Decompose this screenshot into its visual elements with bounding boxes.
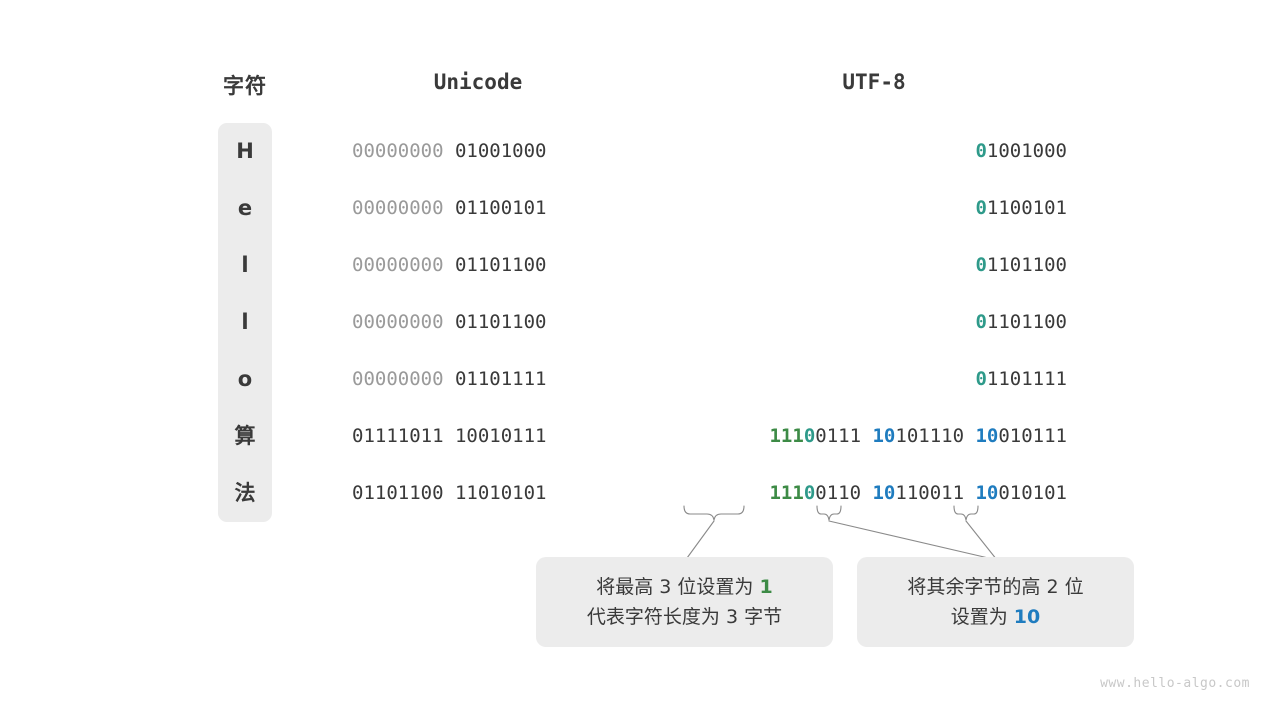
utf8-byte: 10010111 xyxy=(975,425,1067,447)
unicode-high-byte: 00000000 xyxy=(352,197,444,219)
utf8-byte-marker-secondary: 0 xyxy=(803,425,816,447)
utf8-byte: 10101110 xyxy=(872,425,964,447)
unicode-low-byte: 01101111 xyxy=(454,368,547,390)
utf8-byte-marker: 10 xyxy=(975,425,999,447)
utf8-cell: 11100110 10110011 10010101 xyxy=(769,465,1067,522)
utf8-cell: 01100101 xyxy=(975,180,1067,237)
character-cell: l xyxy=(241,253,249,277)
watermark: www.hello-algo.com xyxy=(1100,676,1250,691)
utf8-byte-marker: 0 xyxy=(975,140,987,162)
utf8-cell: 01101111 xyxy=(975,351,1067,408)
character-cell: l xyxy=(241,310,249,334)
callout-1-highlight: 1 xyxy=(759,576,773,598)
utf8-byte-marker: 0 xyxy=(975,368,987,390)
utf8-byte: 11100111 xyxy=(769,425,861,447)
callout-1-line-1-text: 将最高 3 位设置为 xyxy=(596,576,760,598)
utf8-byte: 10010101 xyxy=(975,482,1067,504)
utf8-byte-payload: 1101111 xyxy=(986,368,1067,390)
unicode-cell: 00000000 01101100 xyxy=(352,294,608,351)
utf8-byte-marker: 111 xyxy=(769,482,804,504)
utf8-cell: 01001000 xyxy=(975,123,1067,180)
utf8-byte-payload: 1101100 xyxy=(986,254,1067,276)
unicode-low-byte: 01101100 xyxy=(454,311,547,333)
utf8-byte-marker: 10 xyxy=(872,482,896,504)
unicode-low-byte: 11010101 xyxy=(454,482,547,504)
callout-2-highlight: 10 xyxy=(1013,606,1041,628)
header-utf8: UTF-8 xyxy=(842,70,906,94)
unicode-low-byte: 01100101 xyxy=(454,197,547,219)
header-unicode: Unicode xyxy=(433,70,523,94)
character-column-panel xyxy=(218,123,272,522)
utf8-byte-marker: 111 xyxy=(769,425,804,447)
utf8-byte-marker: 10 xyxy=(975,482,999,504)
unicode-cell: 00000000 01100101 xyxy=(352,180,608,237)
utf8-byte-payload: 1101100 xyxy=(986,311,1067,333)
utf8-byte-marker: 0 xyxy=(975,311,987,333)
character-cell: e xyxy=(237,196,253,220)
callout-2-line-2-text: 设置为 xyxy=(950,606,1014,628)
character-cell: o xyxy=(237,367,253,391)
unicode-high-byte: 00000000 xyxy=(352,311,444,333)
callout-leading-bits: 将最高 3 位设置为 1 代表字符长度为 3 字节 xyxy=(536,557,833,647)
character-cell: 算 xyxy=(234,424,256,448)
utf8-byte: 11100110 xyxy=(769,482,861,504)
utf8-byte-payload: 0111 xyxy=(815,425,862,447)
unicode-cell: 00000000 01101100 xyxy=(352,237,608,294)
callout-1-line-2: 代表字符长度为 3 字节 xyxy=(586,606,783,628)
utf8-byte-payload: 110011 xyxy=(895,482,965,504)
unicode-high-byte: 01111011 xyxy=(352,425,444,447)
utf8-byte: 01101100 xyxy=(975,254,1067,276)
utf8-byte-payload: 010101 xyxy=(998,482,1067,504)
unicode-high-byte: 01101100 xyxy=(352,482,444,504)
unicode-low-byte: 10010111 xyxy=(454,425,547,447)
utf8-byte: 01101100 xyxy=(975,311,1067,333)
utf8-byte-payload: 010111 xyxy=(998,425,1067,447)
header-character: 字符 xyxy=(223,74,267,98)
unicode-low-byte: 01101100 xyxy=(454,254,547,276)
utf8-byte-payload: 1100101 xyxy=(986,197,1067,219)
callout-1-line-1: 将最高 3 位设置为 1 xyxy=(596,572,772,602)
unicode-cell: 01101100 11010101 xyxy=(352,465,608,522)
callout-2-line-2: 设置为 10 xyxy=(951,602,1041,632)
utf8-cell: 01101100 xyxy=(975,237,1067,294)
utf8-byte-payload: 1001000 xyxy=(986,140,1067,162)
unicode-cell: 00000000 01001000 xyxy=(352,123,608,180)
utf8-byte: 01101111 xyxy=(975,368,1067,390)
utf8-cell: 01101100 xyxy=(975,294,1067,351)
utf8-byte-payload: 101110 xyxy=(895,425,965,447)
utf8-byte: 10110011 xyxy=(872,482,964,504)
utf8-byte-marker: 0 xyxy=(975,254,987,276)
character-cell: 法 xyxy=(234,481,256,505)
unicode-low-byte: 01001000 xyxy=(454,140,547,162)
character-cell: H xyxy=(236,139,254,163)
utf8-byte-payload: 0110 xyxy=(815,482,862,504)
unicode-high-byte: 00000000 xyxy=(352,368,444,390)
utf8-byte-marker: 10 xyxy=(872,425,896,447)
unicode-cell: 01111011 10010111 xyxy=(352,408,608,465)
unicode-high-byte: 00000000 xyxy=(352,140,444,162)
callout-2-line-1: 将其余字节的高 2 位 xyxy=(907,576,1084,598)
unicode-high-byte: 00000000 xyxy=(352,254,444,276)
utf8-cell: 11100111 10101110 10010111 xyxy=(769,408,1067,465)
utf8-byte: 01100101 xyxy=(975,197,1067,219)
callout-continuation-bits: 将其余字节的高 2 位 设置为 10 xyxy=(857,557,1134,647)
utf8-byte-marker-secondary: 0 xyxy=(803,482,816,504)
unicode-cell: 00000000 01101111 xyxy=(352,351,608,408)
utf8-byte-marker: 0 xyxy=(975,197,987,219)
utf8-byte: 01001000 xyxy=(975,140,1067,162)
